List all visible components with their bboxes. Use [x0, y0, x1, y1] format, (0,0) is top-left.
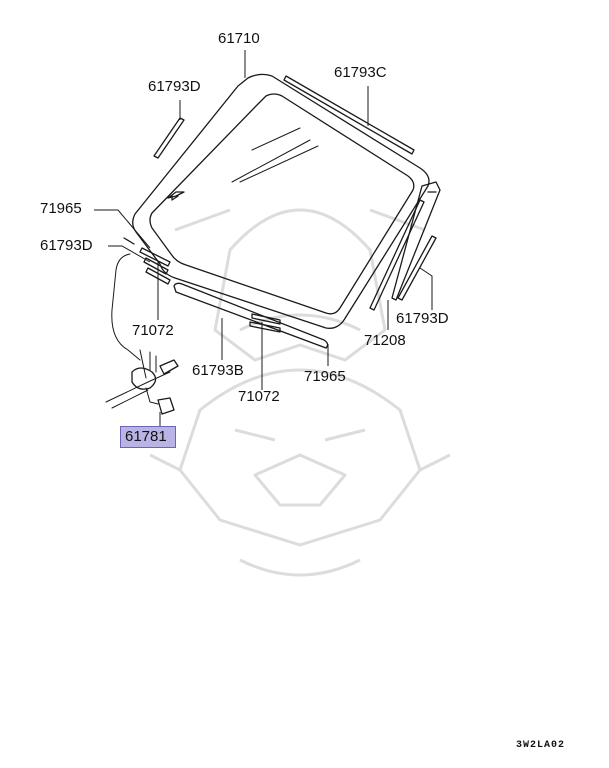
windshield-glass	[132, 73, 430, 329]
retainer-71208	[369, 199, 425, 311]
label-part-61793D-top-left[interactable]: 61793D	[148, 78, 201, 95]
moulding-61793D-left	[153, 117, 185, 159]
label-part-61781-highlighted[interactable]: 61781	[120, 426, 176, 448]
figure-code: 3W2LA02	[516, 740, 566, 751]
label-part-71072-bottom[interactable]: 71072	[238, 388, 280, 405]
label-part-71965-bottom[interactable]: 71965	[304, 368, 346, 385]
label-part-71965-left[interactable]: 71965	[40, 200, 82, 217]
moulding-61793C	[283, 75, 415, 155]
leader-lines	[94, 50, 433, 428]
moulding-61793B	[173, 282, 329, 349]
moulding-61793D-right	[391, 181, 441, 301]
watermark-logo	[149, 208, 451, 577]
label-part-61710[interactable]: 61710	[218, 30, 260, 47]
label-part-71072-left[interactable]: 71072	[132, 322, 174, 339]
label-part-61793D-right[interactable]: 61793D	[396, 310, 449, 327]
label-part-61793D-left[interactable]: 61793D	[40, 237, 93, 254]
label-part-61793C[interactable]: 61793C	[334, 64, 387, 81]
corner-clips	[123, 237, 281, 333]
wire-harness	[105, 253, 179, 415]
label-part-61793B[interactable]: 61793B	[192, 362, 244, 379]
moulding-61793D-right-outer	[397, 235, 437, 301]
label-part-71208[interactable]: 71208	[364, 332, 406, 349]
